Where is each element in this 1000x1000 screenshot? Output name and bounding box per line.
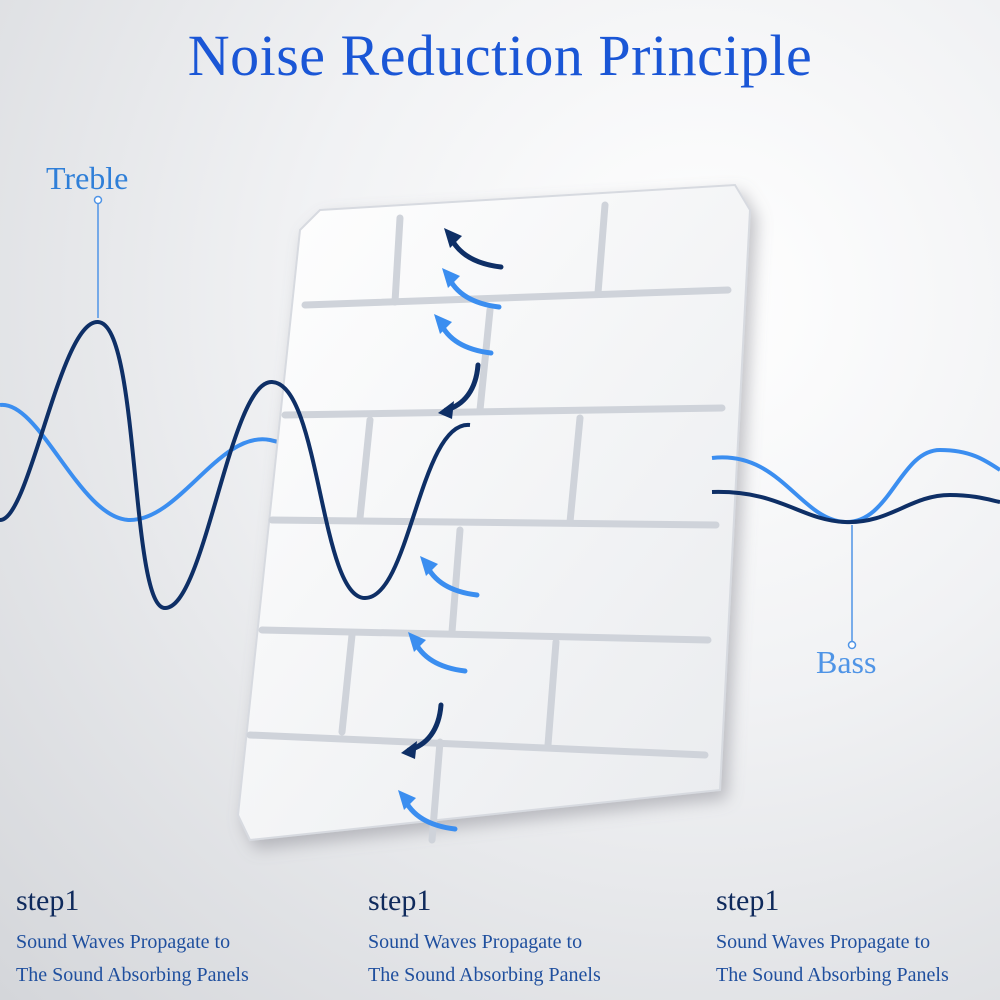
- step-title: step1: [16, 884, 80, 917]
- step-title: step1: [716, 884, 780, 917]
- step-text-line2: The Sound Absorbing Panels: [16, 964, 249, 986]
- up-arrow-icon: [442, 268, 502, 310]
- step-block-3: step1 Sound Waves Propagate to The Sound…: [716, 884, 1000, 992]
- down-arrow-icon: [438, 362, 481, 419]
- step-text-line1: Sound Waves Propagate to: [368, 931, 583, 953]
- up-arrow-icon: [444, 228, 504, 270]
- treble-wave-right: [711, 489, 1000, 525]
- page-title: Noise Reduction Principle: [187, 23, 813, 88]
- panel-grooves: [246, 201, 732, 844]
- reflection-arrows: [398, 228, 504, 832]
- step-text-line2: The Sound Absorbing Panels: [716, 964, 949, 986]
- treble-wave-left: [0, 319, 471, 611]
- up-arrow-icon: [434, 314, 494, 356]
- up-arrow-icon: [398, 790, 458, 832]
- treble-label: Treble: [46, 160, 129, 196]
- step-text-line1: Sound Waves Propagate to: [16, 931, 231, 953]
- step-text-line2: The Sound Absorbing Panels: [368, 964, 601, 986]
- step-block-1: step1 Sound Waves Propagate to The Sound…: [16, 884, 316, 992]
- up-arrow-icon: [408, 632, 468, 674]
- treble-leader: [93, 195, 103, 318]
- step-text-line1: Sound Waves Propagate to: [716, 931, 931, 953]
- step-title: step1: [368, 884, 432, 917]
- sound-absorbing-panel: [236, 183, 752, 842]
- down-arrow-icon: [401, 702, 444, 759]
- bass-leader: [847, 525, 857, 650]
- bass-label: Bass: [816, 644, 877, 680]
- up-arrow-icon: [420, 556, 480, 598]
- bass-wave-right: [711, 447, 1000, 525]
- step-block-2: step1 Sound Waves Propagate to The Sound…: [368, 884, 668, 992]
